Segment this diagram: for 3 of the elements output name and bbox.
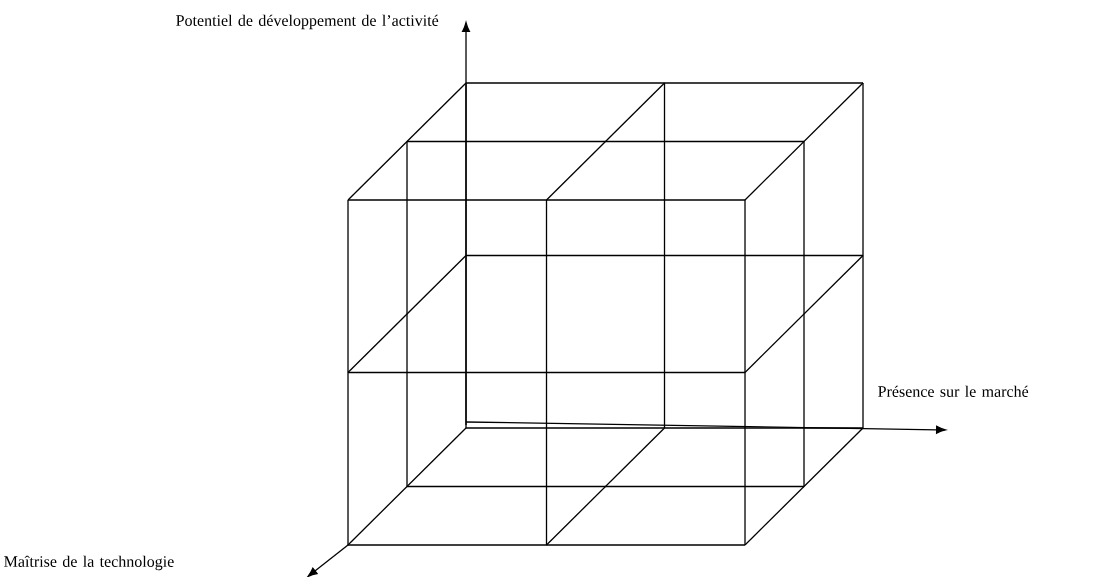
axis-label: Maîtrise de la technologie [4,555,174,571]
axis-label: Présence sur le marché [878,385,1029,397]
axis-label: Potentiel de développement de l’activité [176,14,439,30]
